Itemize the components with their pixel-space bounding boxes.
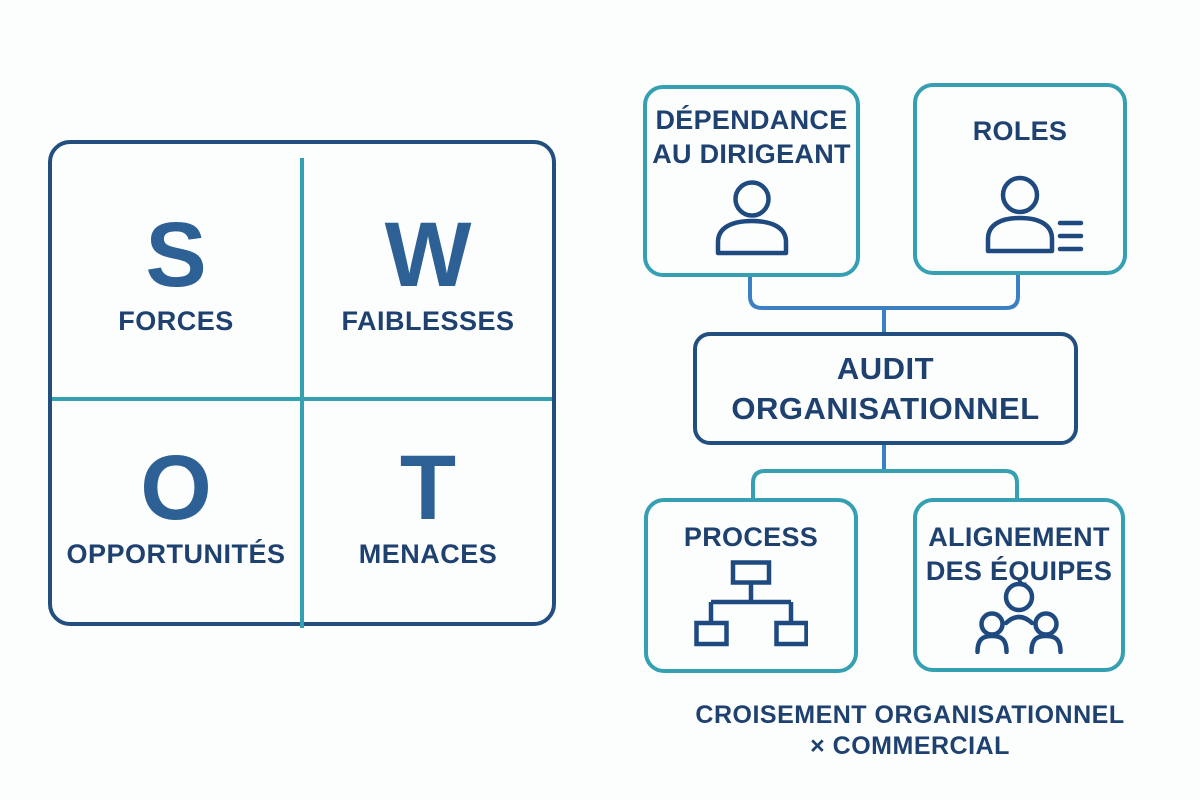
audit-label: AUDIT ORGANISATIONNEL — [697, 336, 1074, 441]
audit-line2: ORGANISATIONNEL — [731, 390, 1040, 426]
process-box: PROCESS — [644, 498, 858, 673]
dependance-line1: DÉPENDANCE — [655, 105, 848, 135]
person-icon — [715, 180, 788, 256]
audit-box: AUDIT ORGANISATIONNEL — [693, 332, 1078, 445]
swot-matrix: S FORCES W FAIBLESSES O OPPORTUNITÉS T M… — [48, 140, 556, 628]
strengths-label: FORCES — [118, 306, 234, 337]
process-label: PROCESS — [648, 520, 854, 554]
audit-line1: AUDIT — [836, 350, 935, 386]
dependance-box: DÉPENDANCE AU DIRIGEANT — [643, 85, 860, 277]
dependance-line2: AU DIRIGEANT — [652, 139, 851, 169]
weaknesses-letter: W — [384, 203, 472, 306]
threats-letter: T — [399, 436, 457, 539]
caption-line2: × COMMERCIAL — [810, 732, 1010, 760]
caption: CROISEMENT ORGANISATIONNEL × COMMERCIAL — [620, 700, 1200, 762]
threats-label: MENACES — [358, 539, 498, 570]
equipes-box: ALIGNEMENT DES ÉQUIPES — [913, 498, 1125, 672]
quadrant-threats: T MENACES — [304, 393, 552, 628]
roles-box: ROLES — [913, 83, 1127, 275]
opportunities-letter: O — [140, 436, 212, 539]
roles-label: ROLES — [917, 114, 1123, 148]
team-icon — [975, 582, 1063, 654]
equipes-line1: ALIGNEMENT — [928, 522, 1110, 552]
opportunities-label: OPPORTUNITÉS — [66, 539, 286, 570]
org-chart-icon — [694, 560, 808, 647]
quadrant-weaknesses: W FAIBLESSES — [304, 158, 552, 401]
strengths-letter: S — [145, 203, 207, 306]
roles-line1: ROLES — [972, 116, 1068, 146]
weaknesses-label: FAIBLESSES — [341, 306, 515, 337]
process-line1: PROCESS — [683, 522, 819, 552]
person-list-icon — [985, 175, 1084, 254]
equipes-label: ALIGNEMENT DES ÉQUIPES — [917, 520, 1121, 588]
quadrant-strengths: S FORCES — [52, 158, 304, 401]
quadrant-opportunities: O OPPORTUNITÉS — [52, 393, 304, 628]
dependance-label: DÉPENDANCE AU DIRIGEANT — [647, 103, 856, 171]
equipes-line2: DES ÉQUIPES — [925, 556, 1113, 586]
caption-line1: CROISEMENT ORGANISATIONNEL — [695, 701, 1125, 729]
